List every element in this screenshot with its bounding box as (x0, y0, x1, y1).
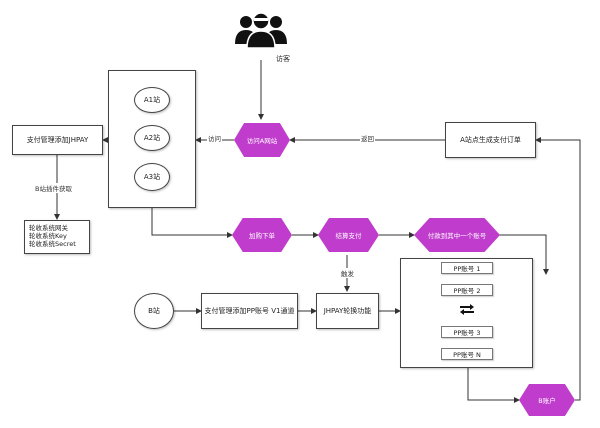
pp-account-1: PP账号 1 (441, 262, 493, 274)
hex-add-cart: 加购下单 (232, 218, 292, 252)
pp-account-3: PP账号 3 (441, 326, 493, 338)
credential-gateway: 轮收系统网关 (29, 224, 68, 232)
site-a2: A2站 (134, 125, 170, 151)
hex-visit-a-site: 访问A网站 (234, 123, 290, 157)
a-create-order-box: A站点生成支付订单 (445, 122, 536, 158)
payment-mgmt-box: 支付管理添加JHPAY (12, 125, 103, 155)
system-credentials-box: 轮收系统网关 轮收系统Key 轮收系统Secret (24, 220, 90, 254)
jhpay-rotate-box: JHPAY轮换功能 (316, 293, 379, 329)
b-site-node: B站 (134, 293, 174, 329)
users-group-icon (235, 12, 287, 49)
credential-secret: 轮收系统Secret (29, 240, 76, 249)
site-a1: A1站 (134, 87, 170, 113)
visitor-label: 访客 (276, 55, 290, 63)
pp-account-n: PP账号 N (441, 348, 493, 360)
edge-label-b-plugin: B站插件获取 (34, 183, 73, 193)
edge-pp-to-baccount (467, 368, 520, 403)
edge-to-add-cart (151, 208, 233, 238)
visitor-node: 访客 (232, 10, 290, 64)
edge-label-visit: 访问 (207, 133, 222, 143)
edge-label-trigger: 触发 (340, 268, 355, 278)
b-payment-mgmt-box: 支付管理添加PP账号 V1通道 (201, 293, 298, 329)
pp-account-2: PP账号 2 (441, 284, 493, 296)
hex-pick-account: 付款到其中一个账号 (414, 218, 500, 252)
rotate-arrows-icon (460, 304, 474, 315)
site-a3: A3站 (134, 163, 170, 191)
edge-label-return: 返回 (360, 133, 375, 143)
hex-checkout: 结算支付 (318, 218, 379, 252)
edge-baccount-to-order (535, 137, 581, 401)
credential-key: 轮收系统Key (29, 232, 67, 241)
hex-b-account: B账户 (519, 384, 575, 416)
